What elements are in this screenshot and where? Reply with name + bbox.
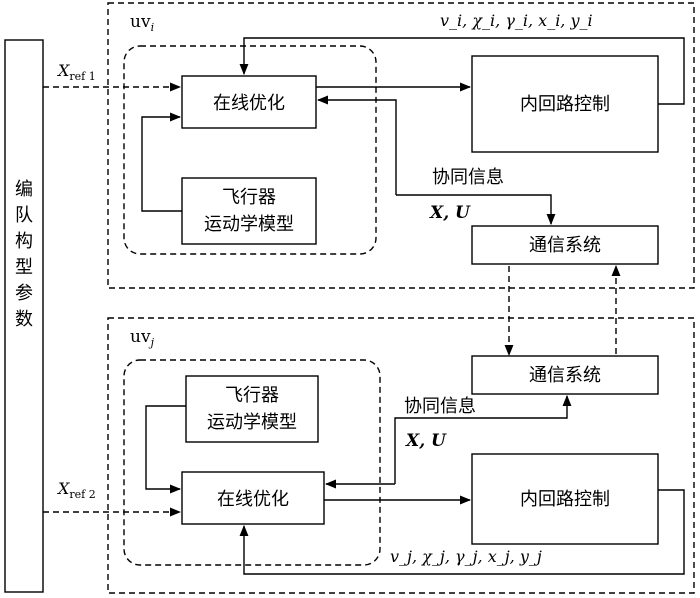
uav-i-comm-box [471, 225, 659, 265]
uav-i-model-to-opt-arrow [141, 112, 182, 212]
uav-i-inner-loop-label: 内回路控制 [520, 94, 610, 115]
uav-i-inner-frame [123, 45, 377, 255]
formation-params-text: 编 队 构 型 参 数 [15, 179, 33, 330]
param-char-5: 参 [15, 283, 33, 304]
uav-j-inner-loop-label: 内回路控制 [520, 489, 610, 510]
formation-params-box [4, 39, 44, 593]
param-char-4: 型 [15, 257, 33, 278]
param-char-2: 队 [15, 205, 33, 226]
uav-j-coop-to-comm-arrow [394, 394, 572, 484]
uav-j-frame [107, 317, 695, 594]
uav-i-frame [107, 2, 695, 289]
uav-j-comm-box [471, 355, 659, 395]
uav-j-online-opt-label: 在线优化 [217, 489, 289, 510]
uav-i-feedback-arrow [239, 37, 685, 105]
param-char-6: 数 [15, 309, 33, 330]
uav-j-online-opt-box [181, 471, 325, 525]
uav-i-coop-to-opt-arrow [316, 95, 397, 195]
uav-i-model-line1: 飞行器 [222, 187, 276, 208]
uav-j-xref-label: Xref 2 [56, 479, 96, 501]
uav-j-state-vars: v_j, χ_j, γ_j, x_j, y_j [390, 547, 542, 566]
uav-i-model-line2: 运动学模型 [204, 214, 294, 235]
uav-j-comm-label: 通信系统 [529, 365, 601, 386]
uav-j-inner-loop-box [471, 453, 659, 545]
uav-i-state-vars: v_i, χ_i, γ_i, x_i, y_i [440, 11, 593, 30]
uav-i-coop-to-comm-arrow [396, 194, 556, 226]
uav-i-label: uvi [130, 12, 154, 34]
uav-j-model-line2: 运动学模型 [207, 412, 297, 433]
uav-i-coop-info-label: 协同信息 [432, 167, 504, 188]
uav-j-coop-info-label: 协同信息 [404, 396, 476, 417]
uav-j-model-box [185, 375, 319, 443]
uav-i-online-opt-box [181, 75, 317, 129]
uav-j-coop-vars-label: X, U [405, 431, 447, 451]
uav-i-online-opt-label: 在线优化 [213, 93, 285, 114]
uav-i-xref-label: Xref 1 [56, 61, 96, 83]
uav-i-model-box [181, 177, 317, 245]
param-char-1: 编 [15, 179, 33, 200]
uav-i-inner-loop-box [471, 55, 659, 153]
uav-j-label: uvj [130, 327, 155, 349]
uav-j-feedback-arrow [239, 489, 685, 575]
uav-j-model-line1: 飞行器 [225, 385, 279, 406]
uav-i-coop-vars-label: X, U [429, 203, 471, 223]
uav-j-model-to-opt-arrow [145, 405, 186, 494]
uav-i-comm-label: 通信系统 [529, 235, 601, 256]
uav-j-inner-frame [123, 359, 381, 566]
param-char-3: 构 [15, 231, 33, 252]
